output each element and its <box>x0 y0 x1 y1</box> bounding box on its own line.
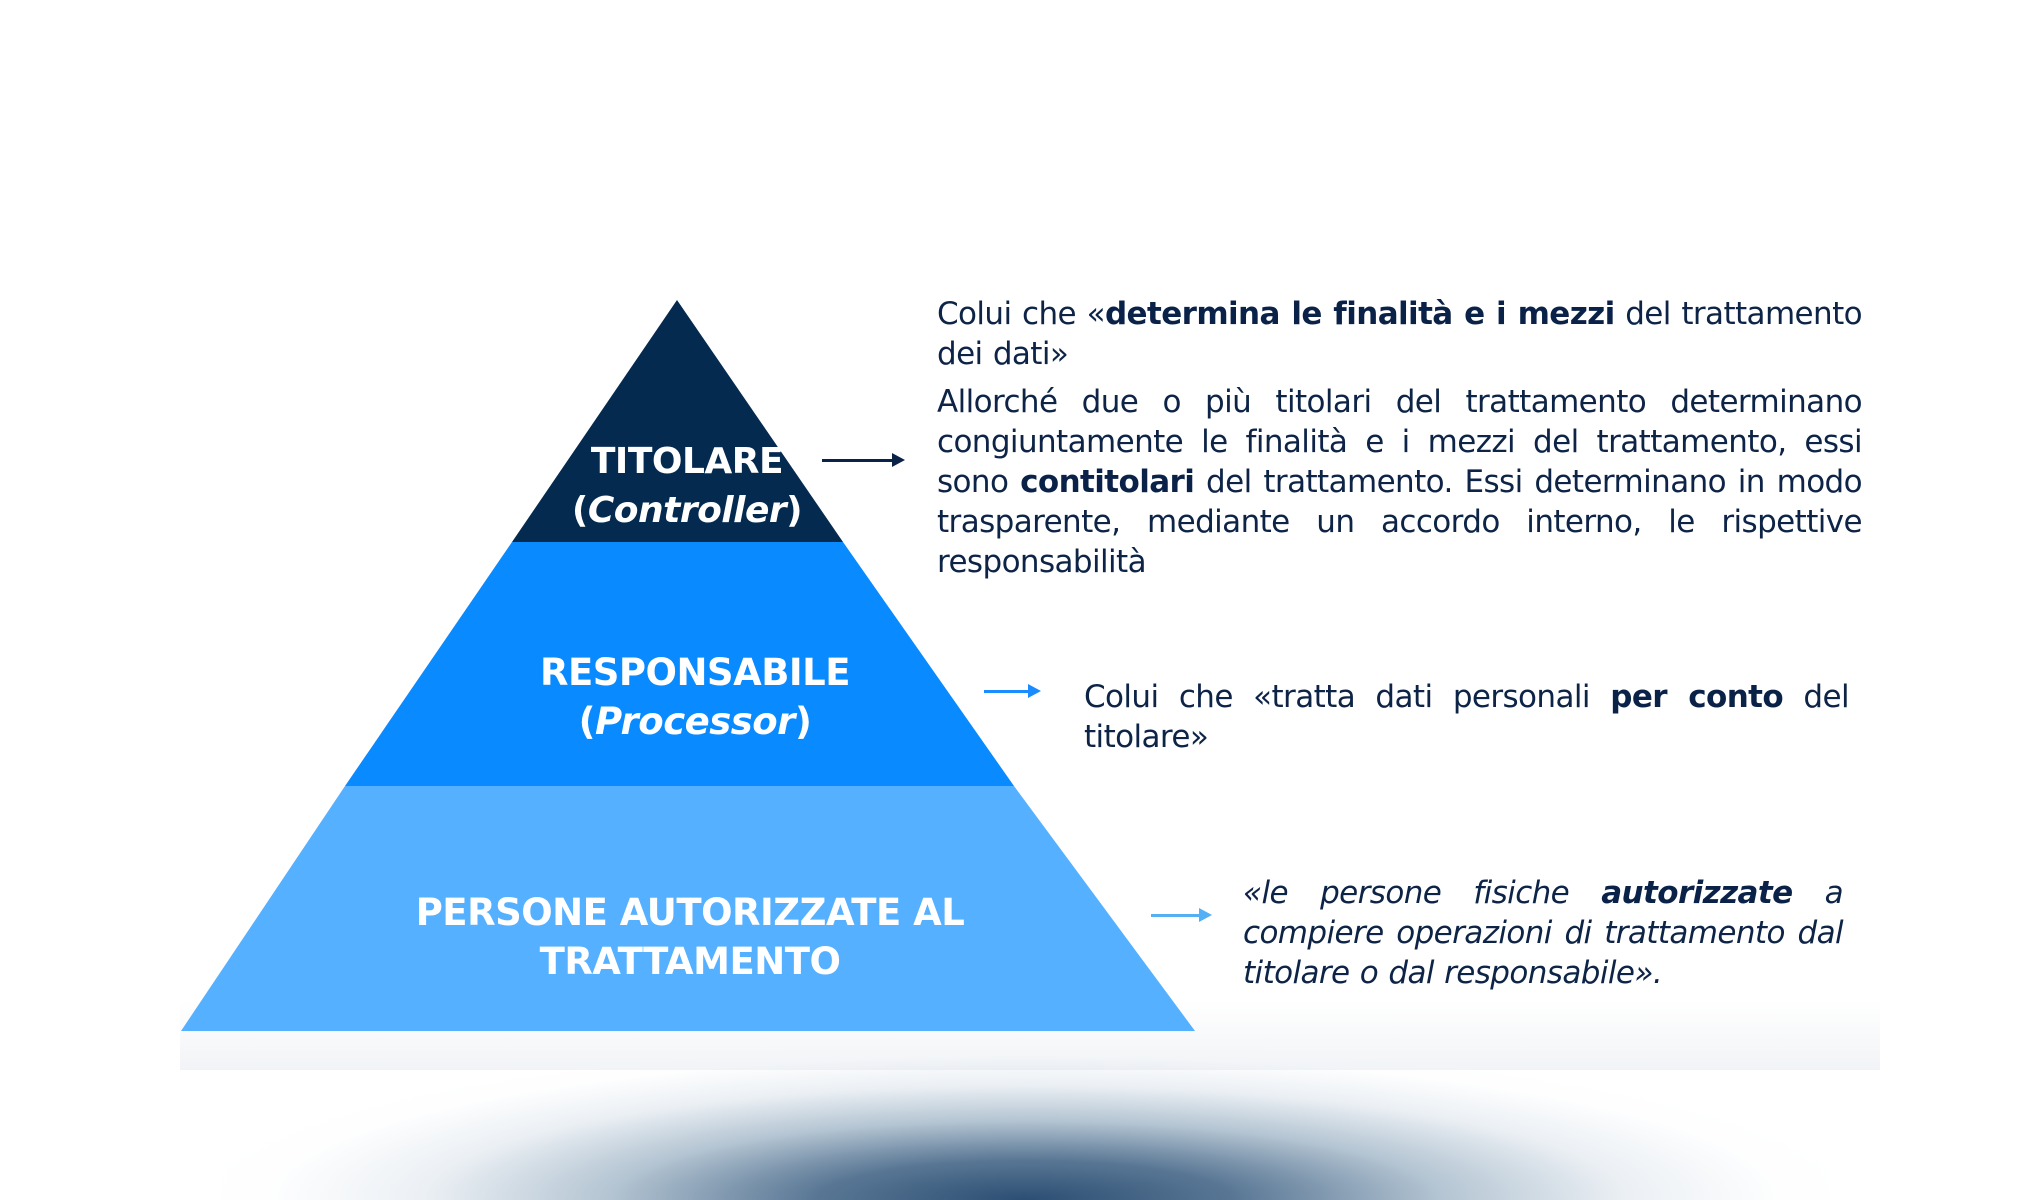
text-run: «le persone fisiche <box>1243 875 1602 911</box>
pyramid-tier-responsabile <box>345 542 1014 786</box>
text-run: Colui che « <box>937 296 1106 332</box>
paren-open: ( <box>578 700 596 743</box>
pyramid-tier-titolare <box>512 300 843 542</box>
tier-subtitle-text: Processor <box>595 700 795 743</box>
definition-contitolari: Allorché due o più titolari del trattame… <box>937 382 1863 582</box>
paren-open: ( <box>571 490 588 531</box>
bottom-radial-glow <box>220 1040 1830 1200</box>
text-run: a compiere operazioni di trattamento dal… <box>1243 875 1844 991</box>
arrow-right-icon <box>984 684 1041 698</box>
tier-subtitle-responsabile: (Processor) <box>470 697 920 746</box>
arrow-right-icon <box>1151 908 1212 922</box>
arrow-right-icon <box>822 453 905 467</box>
tier-subtitle-text: Controller <box>587 490 787 531</box>
tier-title-titolare: TITOLARE <box>590 441 784 482</box>
text-run: del trattamento. Essi determinano in mod… <box>937 464 1863 580</box>
definition-responsabile: Colui che «tratta dati personali per con… <box>1084 677 1850 757</box>
text-run: del trattamento dei dati» <box>937 296 1863 372</box>
emphasis-run: per conto <box>1610 679 1784 715</box>
pyramid-tier-persone-autorizzate <box>181 786 1195 1031</box>
paren-close: ) <box>794 700 812 743</box>
paren-close: ) <box>786 490 803 531</box>
definition-persone-autorizzate: «le persone fisiche autorizzate a compie… <box>1243 873 1844 993</box>
description-titolare: Colui che «determina le finalità e i mez… <box>937 294 1863 582</box>
text-run: Colui che «tratta dati personali <box>1084 679 1611 715</box>
tier-label-persone-autorizzate: PERSONE AUTORIZZATE AL TRATTAMENTO <box>330 888 1050 986</box>
text-run: Allorché due o più titolari del trattame… <box>937 384 1863 500</box>
tier-title-responsabile: RESPONSABILE <box>539 651 851 694</box>
tier-label-responsabile: RESPONSABILE (Processor) <box>470 648 920 746</box>
emphasis-run: autorizzate <box>1601 875 1793 911</box>
tier-title-line2: TRATTAMENTO <box>539 940 841 983</box>
tier-subtitle-titolare: (Controller) <box>537 486 837 535</box>
tier-title-line1: PERSONE AUTORIZZATE AL <box>415 891 965 934</box>
emphasis-run: contitolari <box>1020 464 1195 500</box>
emphasis-run: determina le finalità e i mezzi <box>1104 296 1615 332</box>
tier-label-titolare: TITOLARE (Controller) <box>537 437 837 535</box>
definition-titolare: Colui che «determina le finalità e i mez… <box>937 294 1863 374</box>
description-responsabile: Colui che «tratta dati personali per con… <box>1084 677 1850 757</box>
description-persone-autorizzate: «le persone fisiche autorizzate a compie… <box>1243 873 1844 993</box>
text-run: del titolare» <box>1084 679 1850 755</box>
